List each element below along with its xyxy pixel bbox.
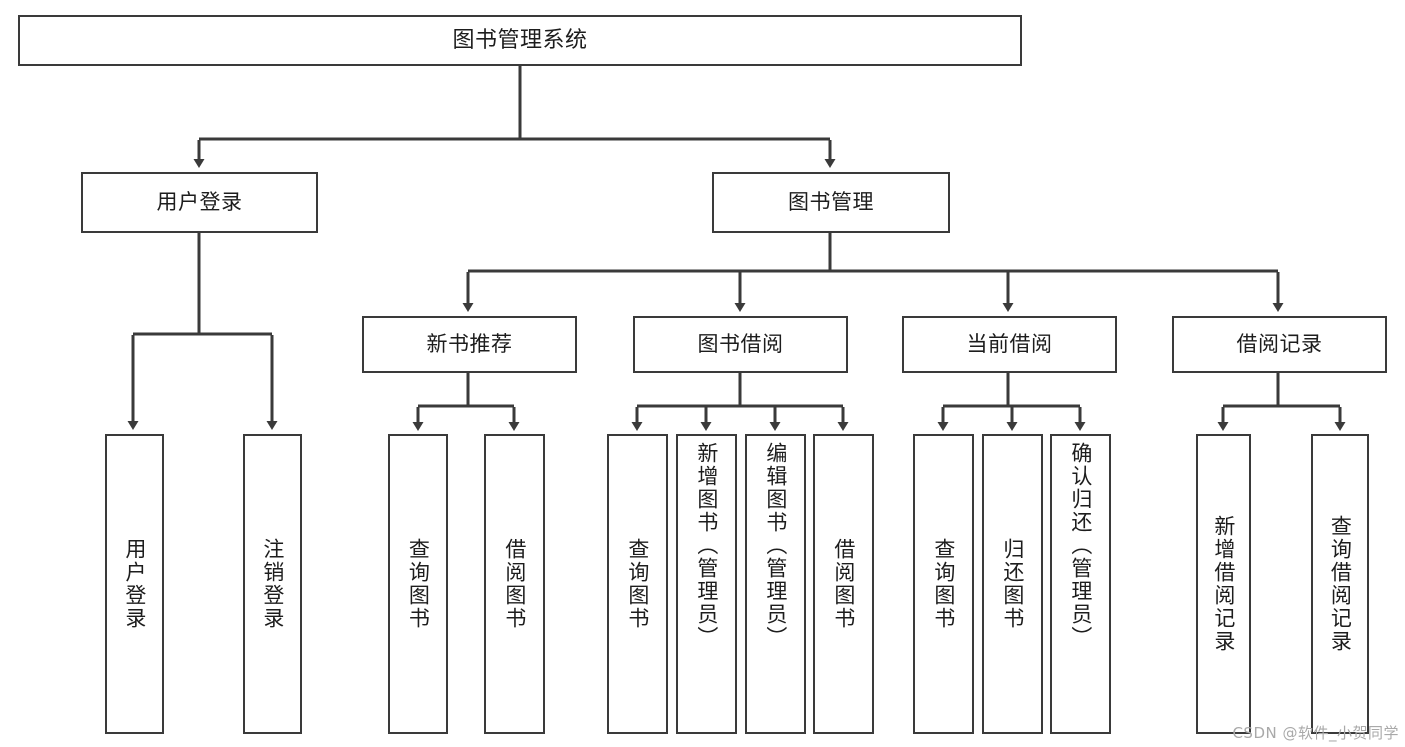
node-leaf-query-record[interactable]: 查询借阅记录 <box>1311 434 1369 734</box>
node-borrow-record-label: 借阅记录 <box>1236 332 1323 357</box>
node-leaf-confirm-return-label: 确认归还（管理员） <box>1068 442 1093 649</box>
node-leaf-add-record[interactable]: 新增借阅记录 <box>1196 434 1251 734</box>
node-leaf-return-book[interactable]: 归还图书 <box>982 434 1043 734</box>
node-current-borrow[interactable]: 当前借阅 <box>902 316 1117 373</box>
node-leaf-add-book[interactable]: 新增图书（管理员） <box>676 434 737 734</box>
node-leaf-query-book-rec[interactable]: 查询图书 <box>388 434 448 734</box>
node-leaf-user-login-label: 用户登录 <box>122 538 147 630</box>
node-book-borrow[interactable]: 图书借阅 <box>633 316 848 373</box>
node-leaf-query-book-borrow-label: 查询图书 <box>625 538 650 630</box>
node-leaf-logout[interactable]: 注销登录 <box>243 434 302 734</box>
node-user-login[interactable]: 用户登录 <box>81 172 318 233</box>
node-leaf-edit-book-label: 编辑图书（管理员） <box>763 442 788 649</box>
node-leaf-query-book-rec-label: 查询图书 <box>406 538 431 630</box>
node-user-login-label: 用户登录 <box>156 190 243 215</box>
node-root[interactable]: 图书管理系统 <box>18 15 1022 66</box>
node-current-borrow-label: 当前借阅 <box>966 332 1053 357</box>
node-leaf-add-book-label: 新增图书（管理员） <box>694 442 719 649</box>
node-new-book-rec[interactable]: 新书推荐 <box>362 316 577 373</box>
node-leaf-edit-book[interactable]: 编辑图书（管理员） <box>745 434 806 734</box>
node-book-manage-label: 图书管理 <box>788 190 874 215</box>
node-leaf-query-book-current[interactable]: 查询图书 <box>913 434 974 734</box>
node-leaf-query-book-current-label: 查询图书 <box>931 538 956 630</box>
csdn-watermark: CSDN @软件_小贺同学 <box>1232 724 1399 742</box>
node-leaf-add-record-label: 新增借阅记录 <box>1211 515 1236 653</box>
node-leaf-query-record-label: 查询借阅记录 <box>1328 515 1353 653</box>
node-book-borrow-label: 图书借阅 <box>697 332 784 357</box>
node-book-manage[interactable]: 图书管理 <box>712 172 950 233</box>
node-leaf-logout-label: 注销登录 <box>260 538 285 630</box>
node-leaf-confirm-return[interactable]: 确认归还（管理员） <box>1050 434 1111 734</box>
node-leaf-return-book-label: 归还图书 <box>1000 538 1025 630</box>
node-leaf-borrow-book[interactable]: 借阅图书 <box>813 434 874 734</box>
node-borrow-record[interactable]: 借阅记录 <box>1172 316 1387 373</box>
node-leaf-borrow-book-label: 借阅图书 <box>831 538 856 630</box>
node-new-book-rec-label: 新书推荐 <box>426 332 513 357</box>
node-leaf-borrow-book-rec[interactable]: 借阅图书 <box>484 434 545 734</box>
node-leaf-user-login[interactable]: 用户登录 <box>105 434 164 734</box>
node-leaf-query-book-borrow[interactable]: 查询图书 <box>607 434 668 734</box>
node-leaf-borrow-book-rec-label: 借阅图书 <box>502 538 527 630</box>
node-root-label: 图书管理系统 <box>452 27 588 53</box>
